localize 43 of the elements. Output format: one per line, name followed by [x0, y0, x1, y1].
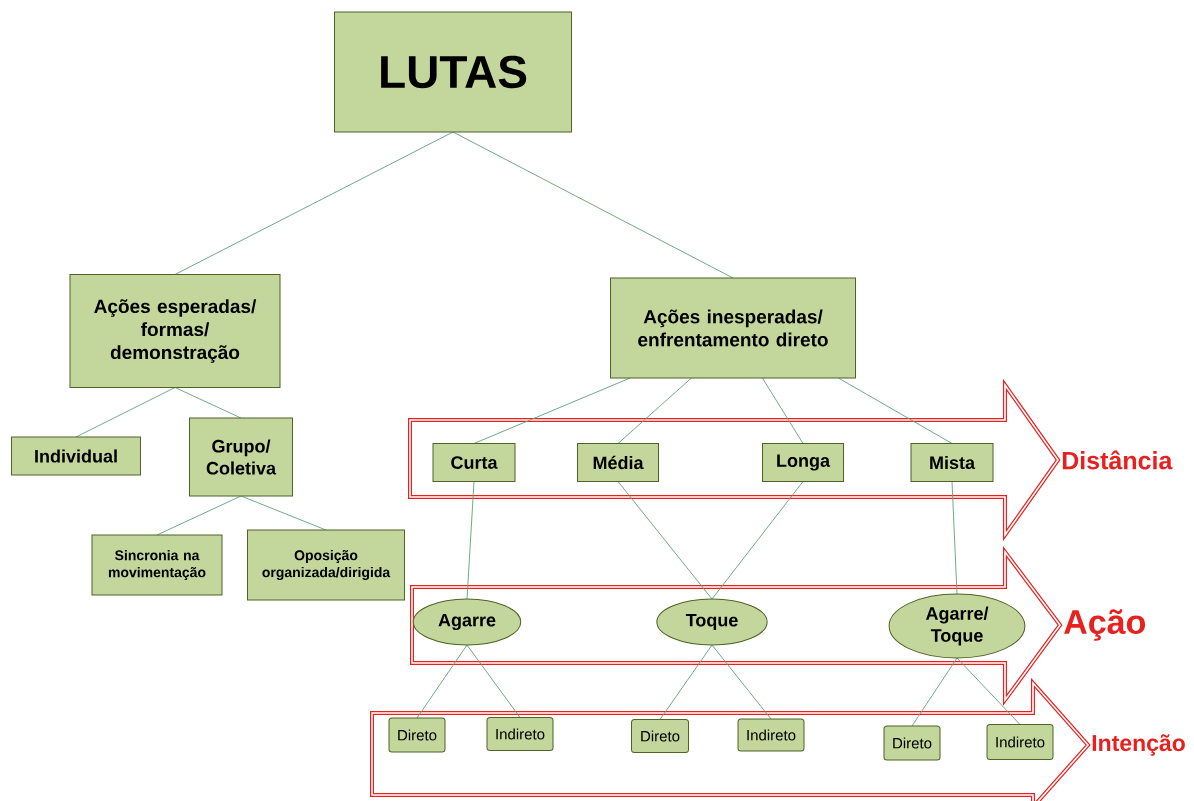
category-box: Oposição organizada/dirigida: [247, 529, 405, 601]
category-box: Média: [577, 443, 659, 482]
category-box: Ações esperadas/ formas/ demonstração: [69, 274, 281, 388]
band-label: Distância: [1062, 450, 1173, 470]
band-label: Ação: [1064, 609, 1145, 641]
connector-line: [156, 495, 242, 536]
connector-line: [617, 377, 692, 444]
category-box: Longa: [762, 443, 844, 482]
connector-line: [473, 377, 631, 444]
connector-line: [911, 657, 958, 727]
intention-box: Indireto: [986, 724, 1054, 760]
connector-line: [837, 377, 953, 444]
connector-line: [240, 495, 327, 531]
category-box: Ações inesperadas/ enfrentamento direto: [610, 277, 856, 379]
intention-box: Indireto: [486, 717, 554, 751]
connector-line: [956, 657, 1021, 725]
block-arrow: [408, 378, 1061, 542]
category-box: Sincronia na movimentação: [91, 534, 223, 596]
connector-line: [466, 481, 475, 600]
category-box: Grupo/ Coletiva: [189, 417, 293, 497]
connector-line: [711, 644, 772, 720]
connector-line: [452, 131, 734, 279]
block-arrow: [410, 546, 1063, 707]
connector-line: [174, 131, 454, 275]
connector-line: [711, 481, 804, 600]
category-box: LUTAS: [334, 11, 572, 133]
connector-line: [659, 644, 713, 720]
connector-line: [416, 644, 468, 719]
category-box: Individual: [11, 436, 141, 476]
block-arrow: [370, 677, 1091, 801]
intention-box: Indireto: [737, 718, 805, 752]
category-box: Mista: [910, 443, 994, 482]
connector-line: [617, 481, 713, 600]
intention-box: Direto: [388, 717, 446, 753]
connector-line: [466, 644, 521, 718]
connector-line: [174, 387, 242, 419]
category-box: Curta: [432, 443, 516, 482]
band-label: Intenção: [1092, 734, 1185, 756]
connector-line: [761, 377, 804, 444]
intention-box: Direto: [883, 725, 941, 761]
intention-box: Direto: [631, 719, 689, 753]
connector-line: [951, 481, 958, 595]
connector-line: [75, 387, 176, 438]
